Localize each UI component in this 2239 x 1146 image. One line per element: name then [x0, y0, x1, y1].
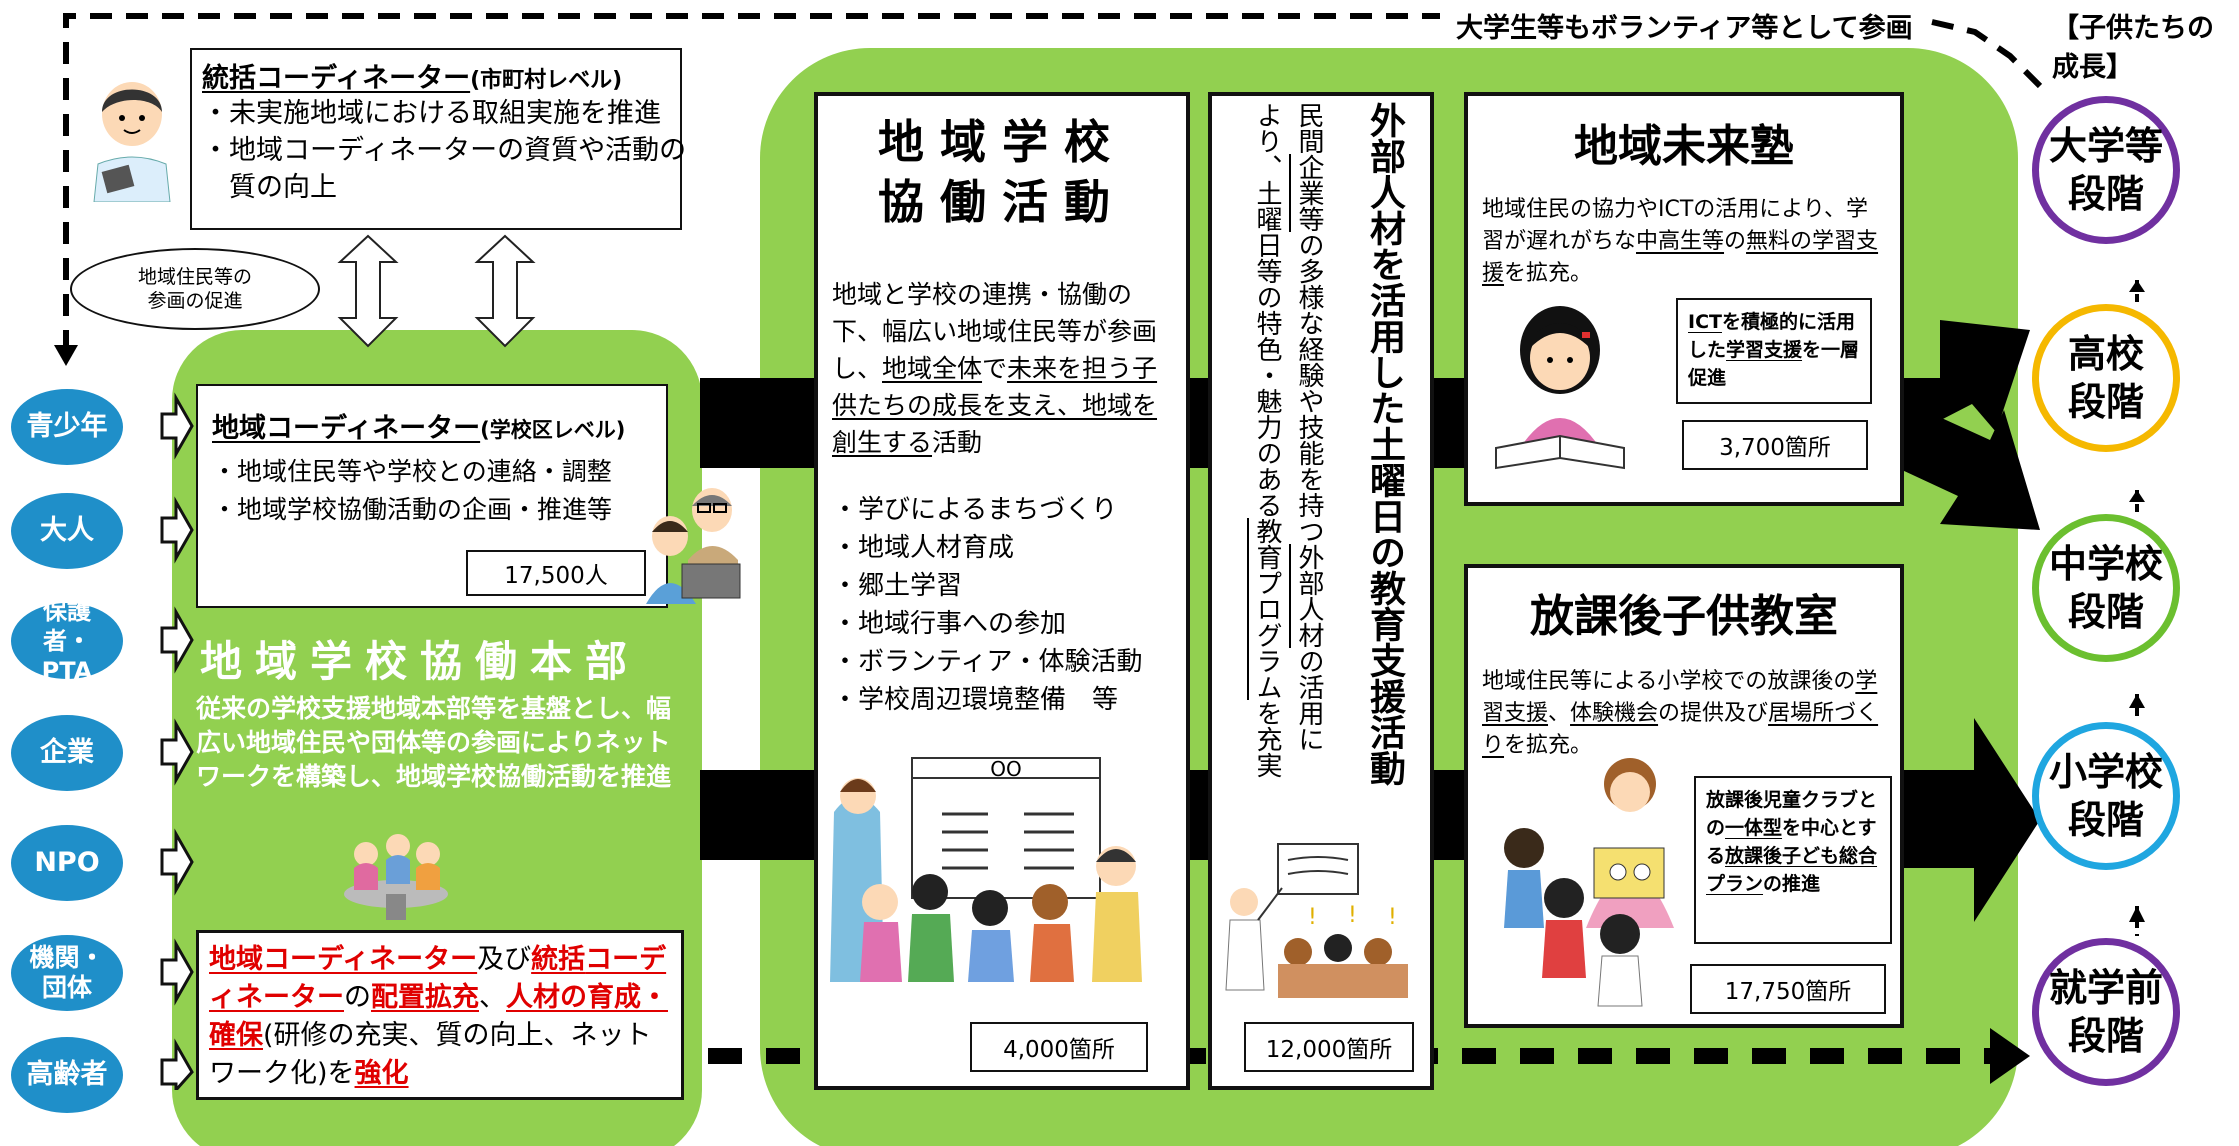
participant-npo: NPO	[8, 822, 126, 904]
headquarters-title: 地域学校協働本部	[200, 637, 641, 686]
list-item: ・地域行事への参加	[832, 609, 1067, 639]
volunteer-banner: 大学生等もボランティア等として参画	[1450, 6, 1919, 45]
growth-label: 【子供たちの成長】	[2052, 13, 2214, 83]
saturday-title: 外部人材を活用した土曜日の教育支援活動	[1364, 102, 1405, 786]
stage-high-school: 高校 段階	[2032, 304, 2180, 452]
collab-activity-description: 地域と学校の連携・協働の下、幅広い地域住民等が参画し、地域全体で未来を担う子供た…	[832, 280, 1158, 457]
coordinator-placement-box: 地域コーディネーター及び統括コーディネーターの配置拡充、人材の育成・確保(研修の…	[196, 930, 684, 1100]
svg-text:!: !	[1348, 903, 1357, 928]
participant-youth: 青少年	[8, 386, 126, 468]
saturday-description-col1: 民間企業等の多様な経験や技能を持つ外部人材の活用に	[1294, 102, 1324, 752]
comprehensive-coordinator-title: 統括コーディネーター	[202, 63, 471, 94]
mirai-juku-count: 3,700箇所	[1682, 420, 1868, 470]
participant-adults: 大人	[8, 490, 126, 572]
coordinator-avatar-icon	[93, 82, 171, 202]
participant-parents-pta: 保護者・PTA	[8, 597, 126, 685]
stage-middle-school: 中学校 段階	[2032, 514, 2180, 662]
volunteer-dashed-line	[63, 13, 1440, 352]
after-school-count: 17,750箇所	[1690, 964, 1886, 1014]
comprehensive-coordinator-box: 統括コーディネーター(市町村レベル) ・未実施地域における取組実施を推進 ・地域…	[190, 48, 687, 230]
classroom-illustration-icon: OO	[830, 757, 1142, 982]
participant-institutions: 機関・団体	[8, 932, 126, 1014]
saturday-count: 12,000箇所	[1244, 1022, 1414, 1072]
storytelling-illustration-icon	[1504, 758, 1674, 1007]
local-coordinator-title: 地域コーディネーター	[212, 413, 481, 444]
list-item: ・学びによるまちづくり	[832, 495, 1118, 525]
reading-girl-icon	[1495, 306, 1625, 470]
after-school-title: 放課後子供教室	[1530, 591, 1838, 642]
stage-preschool: 就学前 段階	[2032, 938, 2180, 1086]
participant-companies: 企業	[8, 712, 126, 794]
collab-activity-title: 地域学校 協働活動	[878, 115, 1126, 229]
list-item: ・ボランティア・体験活動	[832, 647, 1143, 677]
mirai-juku-note: ICTを積極的に活用した学習支援を一層促進	[1676, 298, 1872, 404]
double-arrow-1	[337, 234, 399, 348]
svg-text:!: !	[1308, 905, 1317, 930]
local-coordinator-level: (学校区レベル)	[480, 418, 626, 442]
staff-illustration-icon	[646, 488, 741, 604]
collab-activity-list: ・学びによるまちづくり ・地域人材育成 ・郷土学習 ・地域行事への参加 ・ボラン…	[832, 491, 1172, 719]
board-label: OO	[990, 757, 1021, 781]
participation-ellipse: 地域住民等の 参画の促進	[70, 248, 320, 330]
participant-arrows	[160, 392, 194, 1090]
stage-university: 大学等 段階	[2032, 96, 2180, 244]
after-school-note: 放課後児童クラブとの一体型を中心とする放課後子ども総合プランの推進	[1694, 776, 1892, 944]
lc-item: ・地域学校協働活動の企画・推進等	[212, 495, 613, 524]
list-item: ・郷土学習	[832, 571, 963, 601]
mirai-juku-description: 地域住民の協力やICTの活用により、学習が遅れがちな中高生等の無料の学習支援を拡…	[1482, 197, 1879, 286]
after-school-description: 地域住民等による小学校での放課後の学習支援、体験機会の提供及び居場所づくりを拡充…	[1482, 669, 1879, 758]
headquarters-description: 従来の学校支援地域本部等を基盤とし、幅広い地域住民や団体等の参画によりネットワー…	[196, 694, 672, 791]
lc-item: ・地域住民等や学校との連絡・調整	[212, 457, 612, 486]
stage-elementary: 小学校 段階	[2032, 722, 2180, 870]
lecture-illustration-icon: ! ! !	[1225, 843, 1408, 998]
cc-item: ・未実施地域における取組実施を推進	[202, 98, 661, 129]
dashed-arrowhead-down	[54, 345, 78, 366]
arrow-to-middle-school	[1902, 400, 2040, 530]
mirai-juku-title: 地域未来塾	[1574, 121, 1794, 172]
local-coordinator-count: 17,500人	[466, 550, 646, 596]
comprehensive-coordinator-level: (市町村レベル)	[470, 68, 623, 93]
collab-activity-count: 4,000箇所	[970, 1022, 1148, 1072]
cc-item: ・地域コーディネーターの資質や活動の	[202, 135, 687, 166]
svg-text:!: !	[1388, 905, 1397, 930]
list-item: ・学校周辺環境整備 等	[832, 685, 1119, 715]
meeting-illustration-icon	[344, 834, 448, 920]
saturday-description-col2: より、土曜日等の特色・魅力のある教育プログラムを充実	[1252, 102, 1282, 778]
participant-elderly: 高齢者	[8, 1034, 126, 1116]
arrow-to-elementary	[1902, 718, 2040, 922]
double-arrow-2	[474, 234, 536, 348]
arrow-to-high-school	[1902, 320, 2030, 440]
list-item: ・地域人材育成	[832, 533, 1015, 563]
cc-item: 質の向上	[202, 172, 337, 203]
